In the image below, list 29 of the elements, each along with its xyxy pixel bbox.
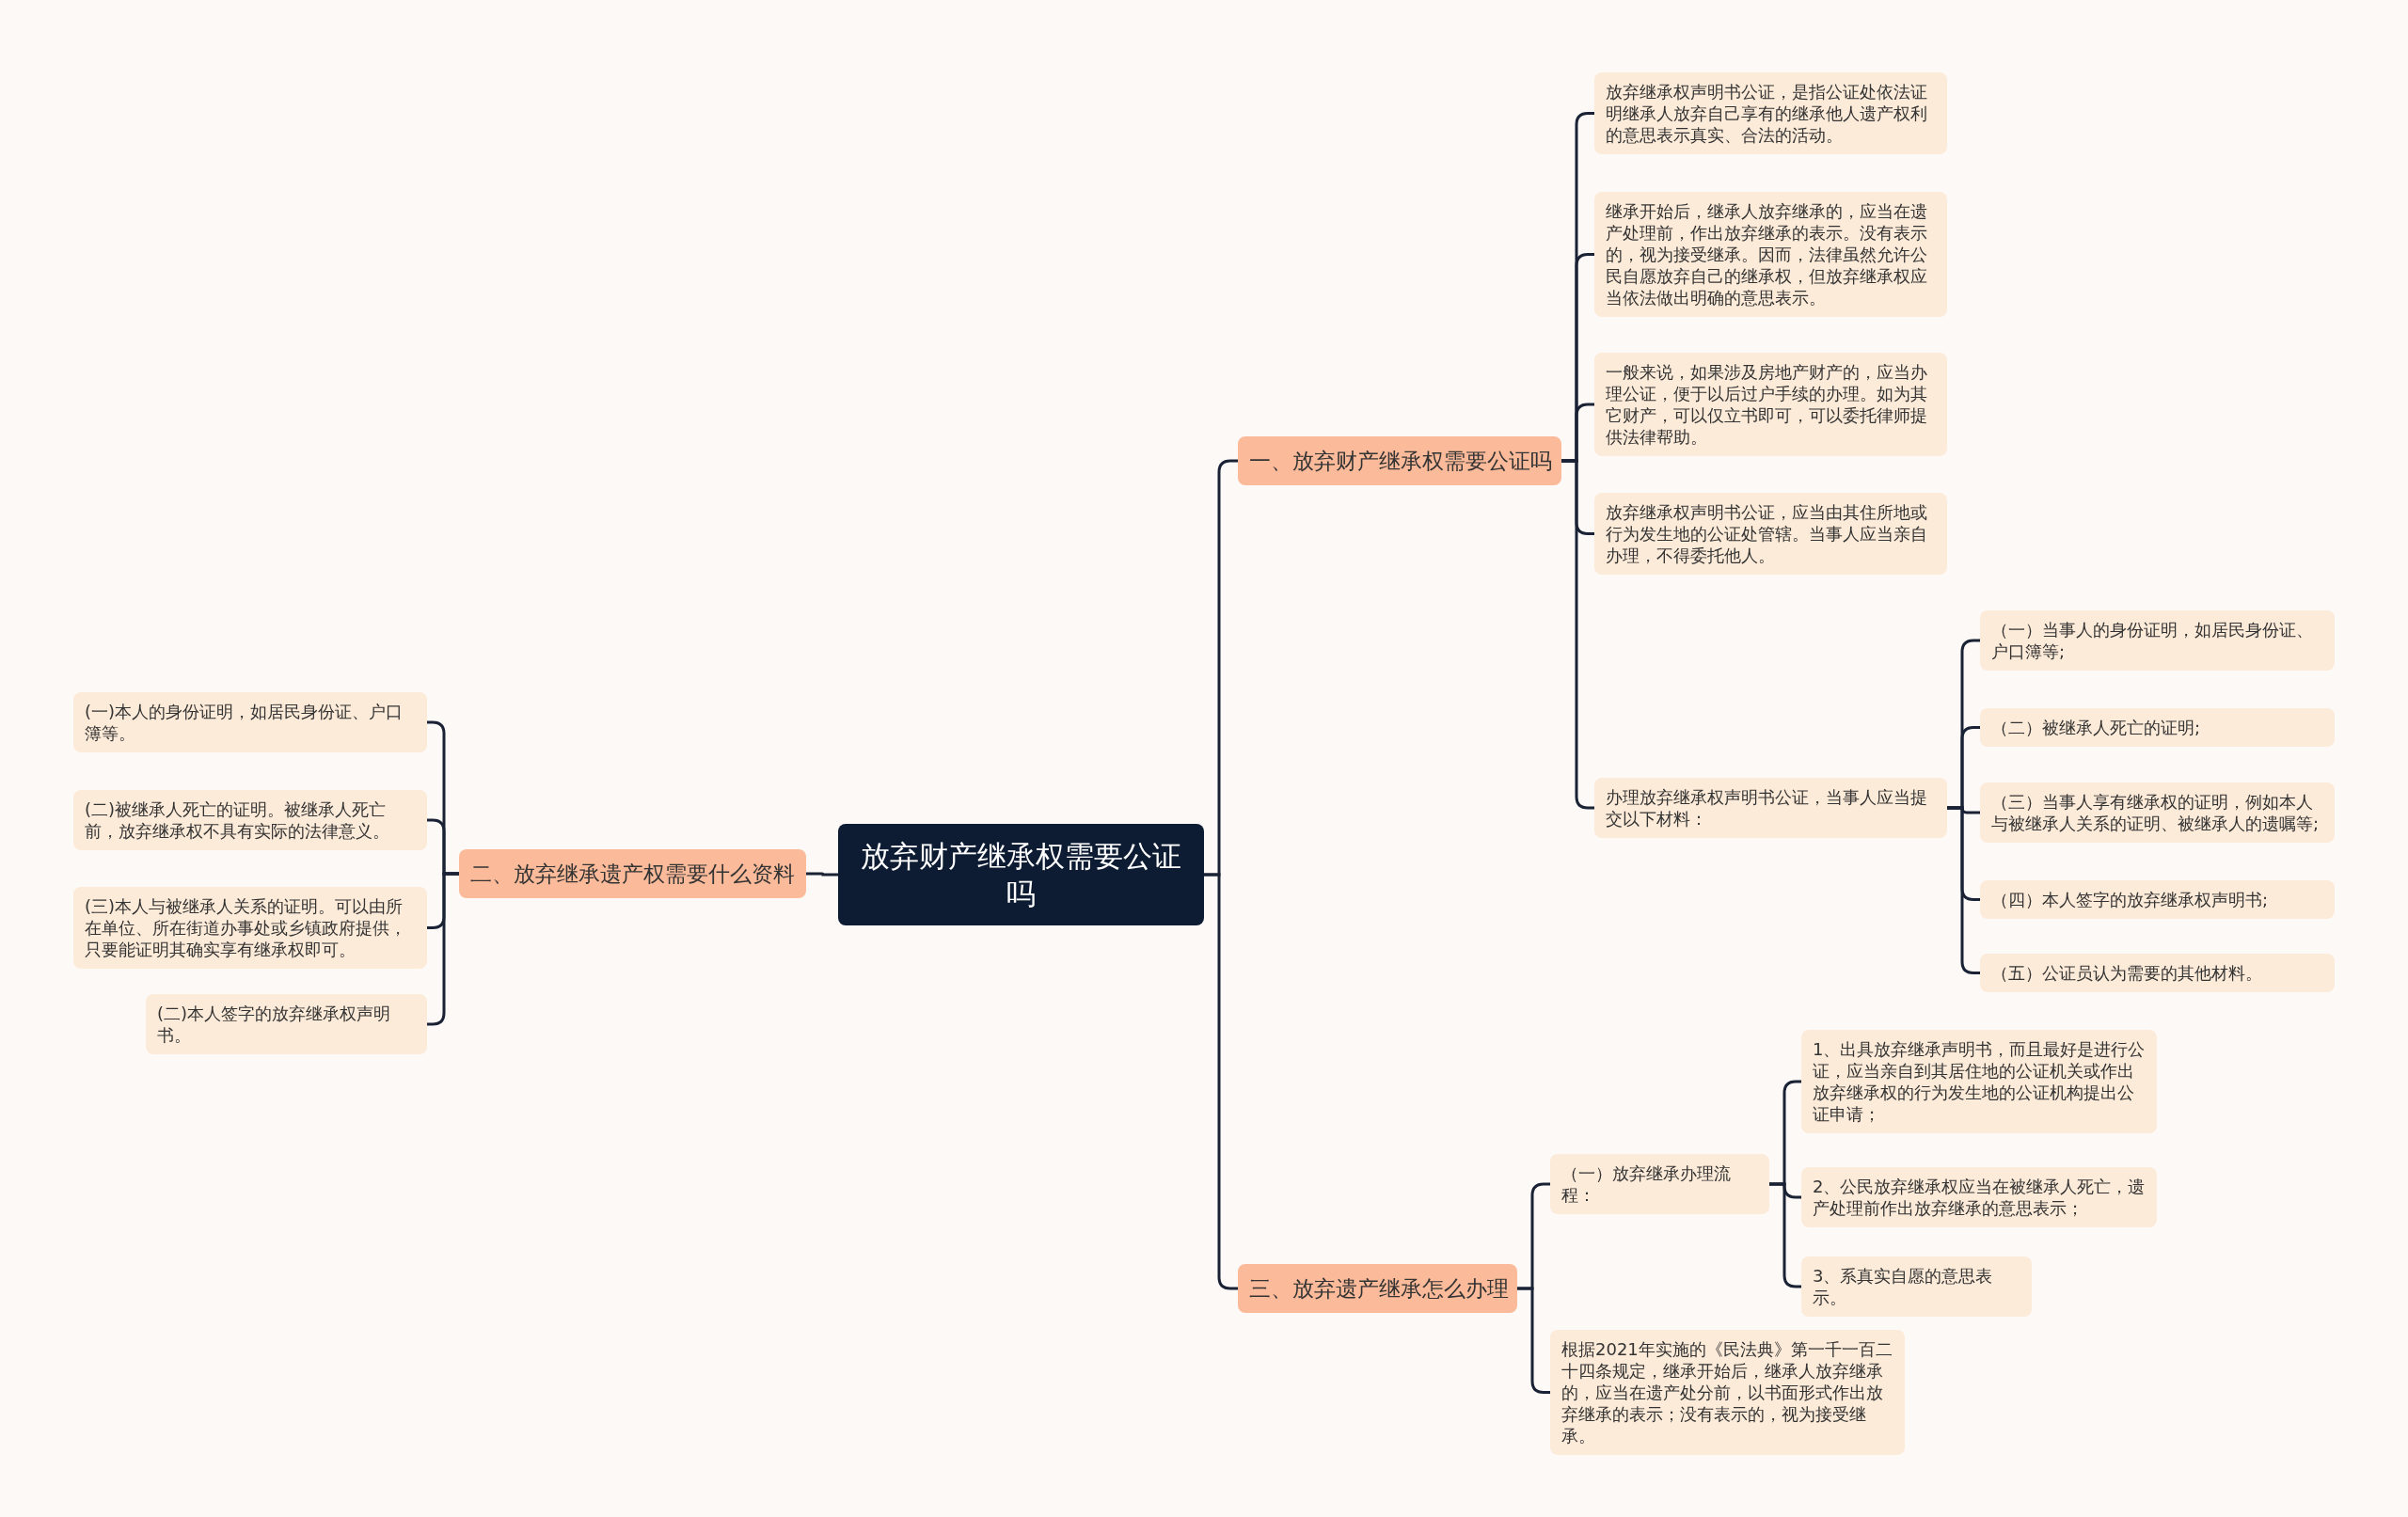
subtopic-box: 继承开始后，继承人放弃继承的，应当在遗产处理前，作出放弃继承的表示。没有表示的，视为接受继承。因而，法律虽然允许公民自愿放弃自己的继承权，但放弃继承权应当依法做出明确的意思表示。 [1594, 191, 1947, 317]
branch-topic-box: 三、放弃遗产继承怎么办理 [1238, 1264, 1517, 1313]
subtopic-box: (一)本人的身份证明，如居民身份证、户口簿等。 [73, 692, 427, 752]
subtopic-box: 办理放弃继承权声明书公证，当事人应当提交以下材料： [1594, 778, 1947, 838]
subtopic-box: （二）被继承人死亡的证明; [1980, 707, 2335, 747]
subtopic-box: 3、系真实自愿的意思表示。 [1801, 1256, 2032, 1317]
root-topic-box: 放弃财产继承权需要公证吗 [838, 824, 1204, 925]
subtopic-box: (二)本人签字的放弃继承权声明书。 [146, 994, 427, 1054]
subtopic-box: （一）当事人的身份证明，如居民身份证、户口簿等; [1980, 610, 2335, 671]
subtopic-box: (二)被继承人死亡的证明。被继承人死亡前，放弃继承权不具有实际的法律意义。 [73, 790, 427, 850]
subtopic-box: (三)本人与被继承人关系的证明。可以由所在单位、所在街道办事处或乡镇政府提供，只要能证明其确实享有继承权即可。 [73, 886, 427, 969]
subtopic-box: 放弃继承权声明书公证，应当由其住所地或行为发生地的公证处管辖。当事人应当亲自办理，不得委托他人。 [1594, 492, 1947, 575]
connector-line [1517, 1287, 1550, 1394]
subtopic-box: （三）当事人享有继承权的证明，例如本人与被继承人关系的证明、被继承人的遗嘱等; [1980, 782, 2335, 843]
subtopic-box: （四）本人签字的放弃继承权声明书; [1980, 879, 2335, 919]
branch-topic-box: 二、放弃继承遗产权需要什么资料 [459, 849, 806, 898]
subtopic-box: 放弃继承权声明书公证，是指公证处依法证明继承人放弃自己享有的继承他人遗产权利的意思表示真实、合法的活动。 [1594, 71, 1947, 154]
subtopic-box: 根据2021年实施的《民法典》第一千一百二十四条规定，继承开始后，继承人放弃继承的，应当在遗产处分前，以书面形式作出放弃继承的表示；没有表示的，视为接受继承。 [1550, 1329, 1905, 1455]
subtopic-box: （五）公证员认为需要的其他材料。 [1980, 953, 2335, 992]
connector-line [1947, 806, 1980, 974]
connector-line [1204, 873, 1238, 1290]
connector-line [427, 872, 459, 1026]
subtopic-box: （一）放弃继承办理流程： [1550, 1154, 1769, 1214]
subtopic-box: 2、公民放弃继承权应当在被继承人死亡，遗产处理前作出放弃继承的意思表示； [1801, 1167, 2157, 1227]
connector-line [1769, 1182, 1801, 1288]
connector-line [806, 872, 838, 877]
subtopic-box: 1、出具放弃继承声明书，而且最好是进行公证，应当亲自到其居住地的公证机关或作出放弃继承权的行为发生地的公证机构提出公证申请； [1801, 1030, 2157, 1133]
branch-topic-box: 一、放弃财产继承权需要公证吗 [1238, 436, 1561, 485]
subtopic-box: 一般来说，如果涉及房地产财产的，应当办理公证，便于以后过户手续的办理。如为其它财产，可以仅立书即可，可以委托律师提供法律帮助。 [1594, 353, 1947, 456]
